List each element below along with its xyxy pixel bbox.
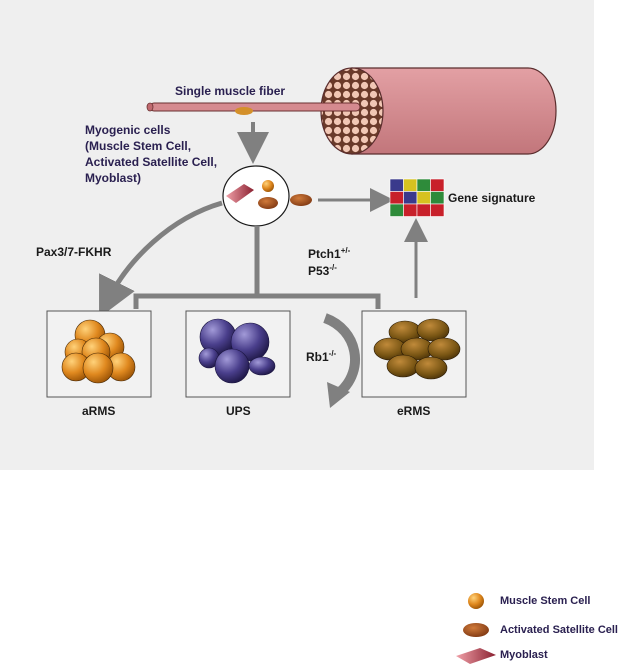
legend-satellite-cell-icon bbox=[463, 623, 489, 637]
erms-label: eRMS bbox=[397, 404, 431, 418]
arrow-to-arms bbox=[99, 200, 223, 318]
legend-stem-cell-icon bbox=[468, 593, 484, 609]
gene-signature-cell bbox=[403, 191, 418, 205]
myogenic-cells-cluster bbox=[222, 165, 290, 227]
single-muscle-fiber-label: Single muscle fiber bbox=[175, 84, 286, 98]
gene-signature-cell bbox=[430, 178, 445, 192]
gene-signature-cell bbox=[430, 203, 445, 217]
gene-signature-cell bbox=[403, 178, 418, 192]
myogenic-cells-line3: Activated Satellite Cell, bbox=[85, 155, 218, 169]
gene-signature-cell bbox=[389, 178, 404, 192]
p53-label: P53-/- bbox=[308, 263, 337, 278]
ups-cells bbox=[198, 318, 276, 384]
stem-cell-on-fiber bbox=[235, 107, 253, 115]
legend-myoblast-label: Myoblast bbox=[500, 649, 548, 661]
pax-fkhr-label: Pax3/7-FKHR bbox=[36, 245, 112, 259]
ptch1-label: Ptch1+/- bbox=[308, 246, 351, 261]
erms-cells bbox=[373, 318, 461, 380]
gene-signature-cell bbox=[389, 203, 404, 217]
gene-signature-cell bbox=[403, 203, 418, 217]
gene-signature-cell bbox=[416, 203, 431, 217]
legend-stem-cell-label: Muscle Stem Cell bbox=[500, 595, 591, 607]
myogenic-cells-line2: (Muscle Stem Cell, bbox=[85, 139, 192, 153]
satellite-cell-outside bbox=[290, 194, 312, 206]
gene-signature-cell bbox=[416, 178, 431, 192]
legend-satellite-cell-label: Activated Satellite Cell bbox=[500, 624, 618, 636]
satellite-cell-in-cluster bbox=[258, 197, 278, 209]
myogenic-cells-line4: Myoblast) bbox=[85, 171, 142, 185]
connector-bracket bbox=[133, 293, 381, 309]
stem-cell-in-cluster bbox=[262, 180, 274, 192]
myogenic-cells-title: Myogenic cells bbox=[85, 123, 171, 137]
ups-label: UPS bbox=[226, 404, 251, 418]
gene-signature-cell bbox=[389, 191, 404, 205]
gene-signature-cell bbox=[430, 191, 445, 205]
legend-myoblast-icon bbox=[456, 648, 496, 664]
arms-cells bbox=[61, 319, 136, 384]
arms-label: aRMS bbox=[82, 404, 116, 418]
myoblast-in-cluster bbox=[226, 184, 254, 203]
rb1-curved-arrow bbox=[322, 313, 360, 408]
gene-signature-label: Gene signature bbox=[448, 191, 536, 205]
gene-signature-cell bbox=[416, 191, 431, 205]
legend-icons bbox=[456, 593, 496, 664]
single-muscle-fiber bbox=[146, 102, 361, 115]
gene-signature-grid bbox=[389, 178, 445, 217]
rb1-label: Rb1-/- bbox=[306, 349, 337, 364]
